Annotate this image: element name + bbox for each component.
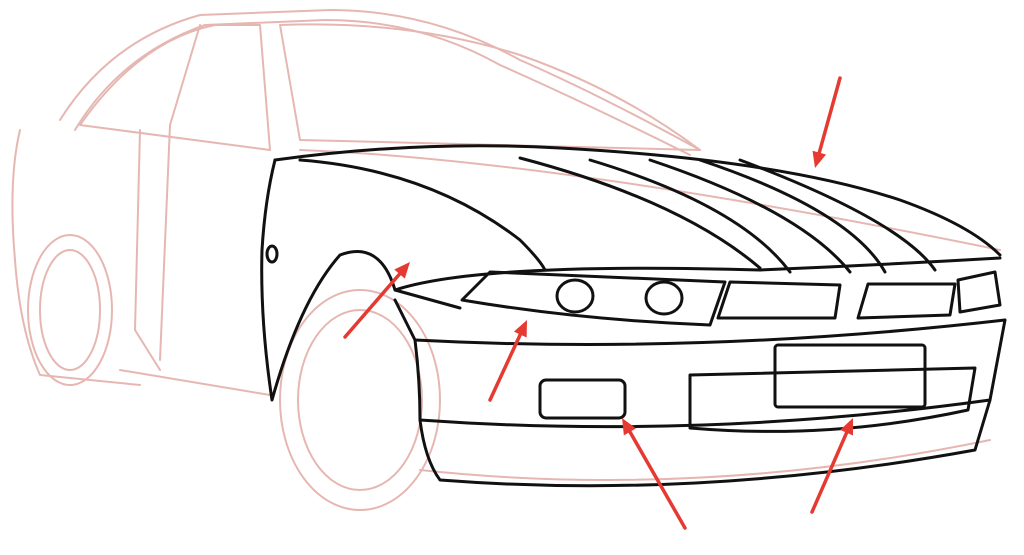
side-window [79, 24, 271, 151]
fender-arrow [343, 262, 410, 339]
license-plate-area [773, 343, 927, 409]
intake-arrow-head [840, 418, 854, 436]
hood-arrow [812, 76, 842, 168]
hood-ghost [299, 149, 1001, 251]
stripe-2 [588, 158, 792, 274]
grille-right [856, 282, 957, 320]
foglight-arrow-shaft [628, 430, 687, 530]
bumper-top [393, 298, 1007, 346]
headlight-arrow-head [513, 320, 527, 338]
rear-body [11, 129, 141, 386]
hood-arrow-shaft [817, 76, 842, 155]
roof-line [59, 9, 701, 151]
front-wheel-inner [297, 309, 423, 491]
lower-intake [688, 366, 977, 433]
fender-arrow-head [394, 262, 410, 279]
rear-wheel [27, 234, 113, 386]
hood-crease [298, 158, 547, 272]
headlight-housing [460, 270, 727, 327]
fender-arrow-shaft [343, 272, 402, 339]
stripe-1 [518, 156, 762, 270]
stripe-3 [648, 158, 852, 274]
bumper-face [413, 318, 1007, 429]
sill-line [119, 369, 271, 396]
front-end-outline [260, 144, 1007, 488]
headlight-arrow [488, 320, 527, 402]
hood-arrow-head [812, 150, 827, 168]
right-headlight [956, 270, 1002, 314]
hood-edge [273, 144, 1002, 257]
foglight-arrow-head [622, 418, 637, 436]
lip-spoiler [418, 398, 992, 488]
stripe-4 [698, 158, 887, 274]
headlight-lens-1 [555, 278, 595, 314]
grille-left [716, 280, 842, 320]
door-line [134, 129, 161, 371]
hood-front [393, 256, 1002, 292]
car-body-ghost-outline [11, 9, 1001, 511]
stripe-5 [738, 158, 937, 272]
foglight-arrow [622, 418, 687, 530]
windshield [279, 23, 701, 151]
front-wheel [279, 289, 441, 511]
rear-wheel-inner [39, 249, 101, 371]
fender [260, 158, 462, 402]
fog-light [538, 378, 627, 420]
bumper-ghost [419, 439, 991, 481]
callout-arrows [343, 76, 854, 530]
b-pillar [159, 24, 201, 361]
intake-arrow [810, 418, 854, 514]
intake-arrow-shaft [810, 430, 849, 514]
headlight-arrow-shaft [488, 332, 523, 402]
headlight-lens-2 [644, 280, 684, 316]
side-marker [265, 244, 279, 264]
